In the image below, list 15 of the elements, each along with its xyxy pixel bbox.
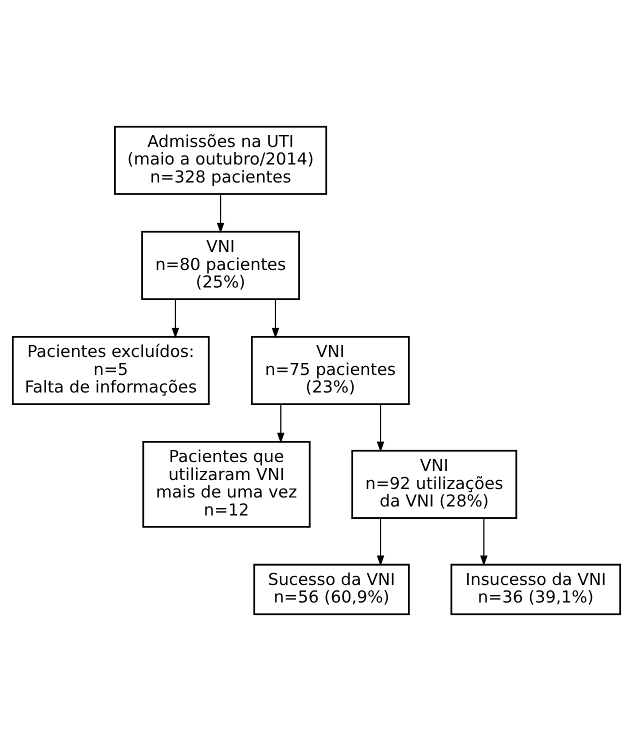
node-box: VNI n=75 pacientes (23%) — [250, 336, 410, 406]
node-box: Pacientes que utilizaram VNI mais de uma vez n=12 — [142, 441, 311, 528]
arrow — [376, 518, 384, 566]
node-box: Pacientes excluídos: n=5 Falta de informações — [12, 336, 210, 406]
node-box: VNI n=80 pacientes (25%) — [141, 230, 300, 300]
node-box: Admissões na UTI (maio a outubro/2014) n=328 pacientes — [114, 126, 328, 195]
arrow — [272, 299, 280, 339]
node-box: Insucesso da VNI n=36 (39,1%) — [450, 564, 622, 616]
arrow — [172, 299, 180, 339]
arrow — [277, 404, 285, 444]
node-box: Sucesso da VNI n=56 (60,9%) — [253, 564, 410, 616]
arrow — [480, 518, 488, 566]
arrow — [216, 194, 224, 234]
arrow — [376, 404, 384, 452]
node-box: VNI n=92 utilizações da VNI (28%) — [351, 450, 518, 519]
